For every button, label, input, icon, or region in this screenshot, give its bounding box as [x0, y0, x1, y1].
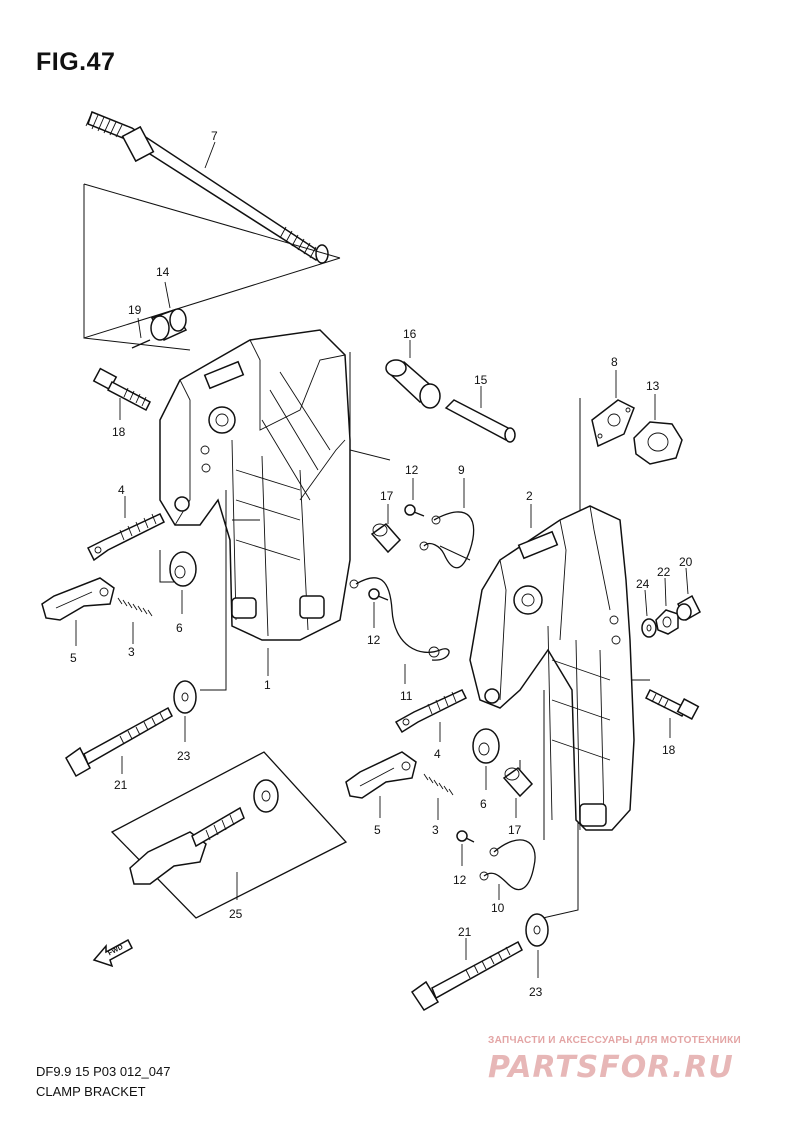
callout-3a: 3: [128, 645, 135, 659]
figure-title: FIG.47: [36, 48, 116, 76]
callout-15: 15: [474, 373, 488, 387]
part-20-collar[interactable]: [676, 594, 701, 622]
callout-2: 2: [526, 489, 533, 503]
part-9-ground-wire[interactable]: [419, 511, 475, 569]
part-21-bolt-right[interactable]: [410, 940, 523, 1011]
part-12-screw-mid[interactable]: [368, 588, 389, 601]
callout-7: 7: [211, 129, 218, 143]
callout-8: 8: [611, 355, 618, 369]
callout-21a: 21: [114, 778, 128, 792]
part-24-washer[interactable]: [641, 618, 657, 638]
part-1-clamp-bracket-left[interactable]: [159, 329, 351, 641]
part-21-bolt-left[interactable]: [65, 706, 173, 778]
part-14-bushing[interactable]: [150, 308, 188, 341]
callout-6a: 6: [176, 621, 183, 635]
part-17-collar-lower[interactable]: [502, 766, 534, 798]
part-12-screw-upper[interactable]: [404, 504, 425, 517]
callout-20: 20: [679, 555, 693, 569]
part-4-adjusting-bolt-left[interactable]: [86, 513, 166, 562]
model-code: DF9.9 15 P03 012_047: [36, 1064, 171, 1079]
part-13-nut[interactable]: [633, 421, 683, 465]
callout-14: 14: [156, 265, 170, 279]
part-5-clamp-arm-right[interactable]: [345, 751, 417, 799]
callout-5a: 5: [70, 651, 77, 665]
callout-21b: 21: [458, 925, 472, 939]
part-16-sleeve[interactable]: [385, 359, 441, 409]
part-10-ground-wire[interactable]: [479, 839, 536, 891]
callout-19: 19: [128, 303, 142, 317]
part-17-collar-upper[interactable]: [370, 522, 402, 554]
callout-25: 25: [229, 907, 243, 921]
callout-12c: 12: [453, 873, 467, 887]
part-3-spring-left[interactable]: [117, 597, 153, 617]
part-18-bolt-left[interactable]: [92, 367, 151, 412]
callout-4a: 4: [118, 483, 125, 497]
part-23-washer-right[interactable]: [525, 913, 549, 947]
fwd-arrow-icon: FWD: [92, 938, 133, 968]
callout-12a: 12: [405, 463, 419, 477]
callout-18a: 18: [112, 425, 126, 439]
part-12-screw-lower[interactable]: [456, 830, 475, 843]
callout-17b: 17: [508, 823, 522, 837]
watermark-tagline: ЗАПЧАСТИ И АКСЕССУАРЫ ДЛЯ МОТОТЕХНИКИ: [488, 1035, 741, 1046]
callout-4b: 4: [434, 747, 441, 761]
part-5-clamp-arm-left[interactable]: [41, 577, 115, 621]
part-3-spring-right[interactable]: [423, 773, 454, 796]
part-8-plate[interactable]: [591, 399, 635, 448]
callout-6b: 6: [480, 797, 487, 811]
part-15-shaft[interactable]: [444, 399, 516, 443]
callout-17a: 17: [380, 489, 394, 503]
callout-18b: 18: [662, 743, 676, 757]
part-19-pin[interactable]: [131, 339, 151, 349]
callout-24: 24: [636, 577, 650, 591]
part-18-bolt-right[interactable]: [644, 688, 700, 720]
part-22-nut[interactable]: [655, 609, 679, 635]
part-25-kit[interactable]: [110, 751, 348, 919]
watermark-logo: PARTSFOR.RU: [488, 1050, 734, 1085]
callout-23a: 23: [177, 749, 191, 763]
part-2-clamp-bracket-right[interactable]: [469, 505, 635, 831]
callout-16: 16: [403, 327, 417, 341]
callout-11: 11: [400, 689, 413, 703]
callout-22: 22: [657, 565, 671, 579]
callout-10: 10: [491, 901, 505, 915]
callout-23b: 23: [529, 985, 543, 999]
callout-5b: 5: [374, 823, 381, 837]
callout-13: 13: [646, 379, 660, 393]
part-7-tilt-tube[interactable]: [85, 111, 329, 264]
callout-12b: 12: [367, 633, 381, 647]
part-23-washer-left[interactable]: [173, 680, 197, 714]
callout-3b: 3: [432, 823, 439, 837]
callout-1: 1: [264, 678, 271, 692]
part-6-plate-left[interactable]: [169, 551, 197, 587]
part-11-ground-wire[interactable]: [349, 577, 450, 661]
part-4-adjusting-bolt-right[interactable]: [394, 689, 468, 734]
callout-9: 9: [458, 463, 465, 477]
part-6-plate-right[interactable]: [472, 728, 500, 764]
figure-caption: CLAMP BRACKET: [36, 1084, 146, 1099]
